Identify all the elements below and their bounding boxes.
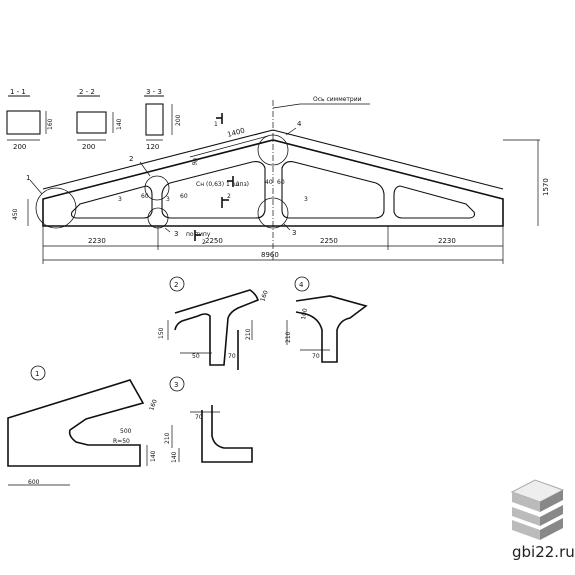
marker-1: 1 (26, 174, 30, 182)
detail-circle-5 (257, 197, 289, 229)
dim-1400: 1400 (226, 127, 245, 139)
cut-3-left: 3 (118, 196, 122, 203)
svg-text:500: 500 (120, 428, 132, 435)
marker-5: 3 (292, 229, 296, 237)
section-3-3-shape (145, 103, 164, 136)
svg-text:160: 160 (259, 289, 270, 302)
section-3-3-label: 3 - 3 (146, 88, 162, 96)
section-2-2-label: 2 - 2 (79, 88, 95, 96)
detail-2-number: 2 (174, 281, 178, 289)
marker-4: 4 (297, 120, 302, 128)
section-3-3-height: 200 (175, 114, 182, 126)
svg-text:600: 600 (28, 479, 40, 486)
svg-text:70: 70 (312, 353, 320, 360)
detail-4: 4 210 100 70 (285, 276, 368, 363)
span-4: 2230 (438, 237, 456, 245)
detail-circle-1 (35, 187, 77, 229)
svg-text:160: 160 (148, 398, 159, 411)
marker-2: 2 (129, 155, 133, 163)
marker-3: 3 (174, 230, 178, 238)
detail-2: 2 150 210 160 50 70 (158, 276, 270, 370)
svg-text:R=50: R=50 (113, 438, 130, 445)
section-1-1-shape (6, 110, 41, 135)
detail-3: 3 70 210 140 (164, 376, 253, 463)
span-2: 2250 (205, 237, 223, 245)
detail-1: 1 600 500 R=50 160 140 (7, 365, 159, 486)
section-2-2-height: 140 (116, 118, 123, 130)
svg-text:210: 210 (164, 432, 171, 444)
span-1: 2230 (88, 237, 106, 245)
cut-1-top: 1 (214, 121, 218, 128)
svg-text:150: 150 (158, 327, 165, 339)
svg-text:100: 100 (300, 308, 309, 321)
detail-3-number: 3 (174, 381, 178, 389)
cut-2-top: 2 (227, 193, 231, 200)
svg-text:70: 70 (195, 414, 203, 421)
svg-text:50: 50 (192, 353, 200, 360)
detail-4-number: 4 (299, 281, 304, 289)
detail-circle-3 (147, 207, 169, 229)
site-label: gbi22.ru (512, 543, 575, 561)
svg-text:140: 140 (150, 450, 157, 462)
truss-main: Ось симметрии 1 2 3 4 3 по типу 1 1 2 2 … (12, 96, 550, 264)
cut-2-bottom: 2 (202, 239, 206, 246)
site-logo-icon (510, 479, 565, 540)
symmetry-axis-label: Ось симметрии (313, 96, 362, 103)
truss-opening-3 (281, 161, 385, 219)
truss-opening-2 (161, 161, 266, 219)
section-2-2: 2 - 2 140 200 (76, 88, 123, 151)
dim-60c: 60 (277, 179, 285, 186)
svg-text:210: 210 (285, 331, 292, 343)
section-1-1-width: 200 (13, 143, 26, 151)
dim-height-total: 1570 (542, 178, 550, 196)
svg-text:210: 210 (245, 328, 252, 340)
dim-40: 40 (265, 179, 273, 186)
dim-height-end: 450 (12, 208, 19, 220)
cut-1-bottom: 1 (236, 181, 240, 188)
detail-1-number: 1 (35, 370, 39, 378)
section-1-1-label: 1 - 1 (10, 88, 26, 96)
cut-3-mid: 3 (166, 196, 170, 203)
truss-outline (42, 139, 504, 227)
section-3-3-width: 120 (146, 143, 159, 151)
dim-60b: 60 (180, 193, 188, 200)
section-2-2-width: 200 (82, 143, 95, 151)
dim-90: 90 (191, 157, 200, 166)
svg-text:140: 140 (171, 451, 178, 463)
truss-opening-4 (393, 185, 476, 219)
svg-text:70: 70 (228, 353, 236, 360)
span-total: 8960 (261, 251, 279, 259)
cut-3-right: 3 (304, 196, 308, 203)
detail-circle-4 (257, 134, 289, 166)
detail-circle-2 (144, 175, 170, 201)
truss-opening-1 (70, 185, 153, 219)
span-3: 2250 (320, 237, 338, 245)
section-1-1: 1 - 1 160 200 (6, 88, 54, 151)
section-1-1-height: 160 (47, 118, 54, 130)
section-2-2-shape (76, 111, 107, 134)
dim-60a: 60 (141, 193, 149, 200)
section-3-3: 3 - 3 200 120 (144, 88, 182, 151)
note-sn: Сн (0,63) 1 (шпз) (196, 181, 249, 188)
